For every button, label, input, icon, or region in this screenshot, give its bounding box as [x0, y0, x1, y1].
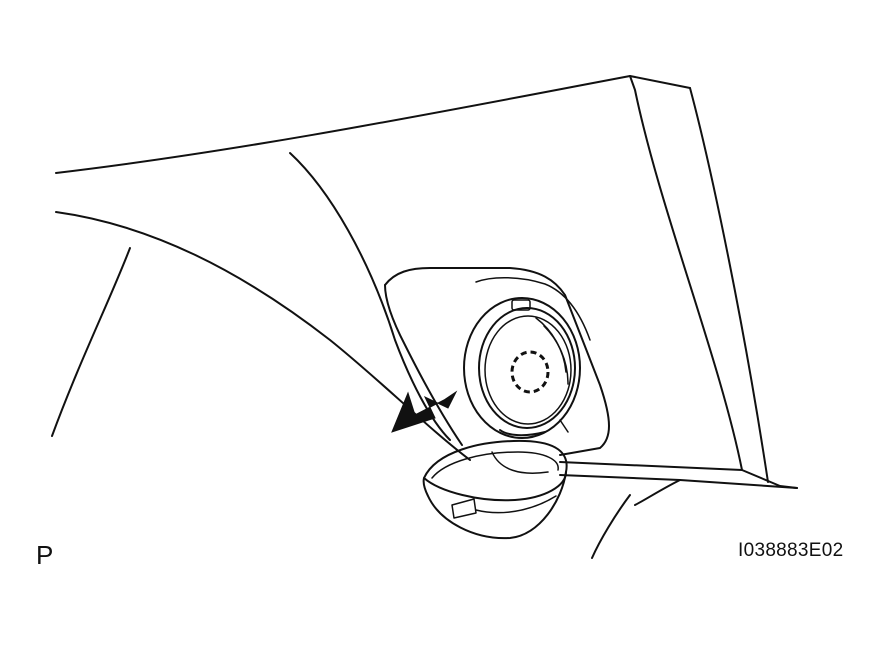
socket-lock-tab-hidden	[510, 350, 550, 394]
view-label: P	[36, 540, 54, 570]
trim-panel	[51, 75, 798, 559]
service-hole-recess	[384, 267, 610, 456]
bulb-cover	[422, 439, 568, 540]
removal-direction-arrow-icon	[391, 390, 458, 433]
figure-id: I038883E02	[738, 540, 844, 561]
bulb-socket	[463, 297, 581, 439]
